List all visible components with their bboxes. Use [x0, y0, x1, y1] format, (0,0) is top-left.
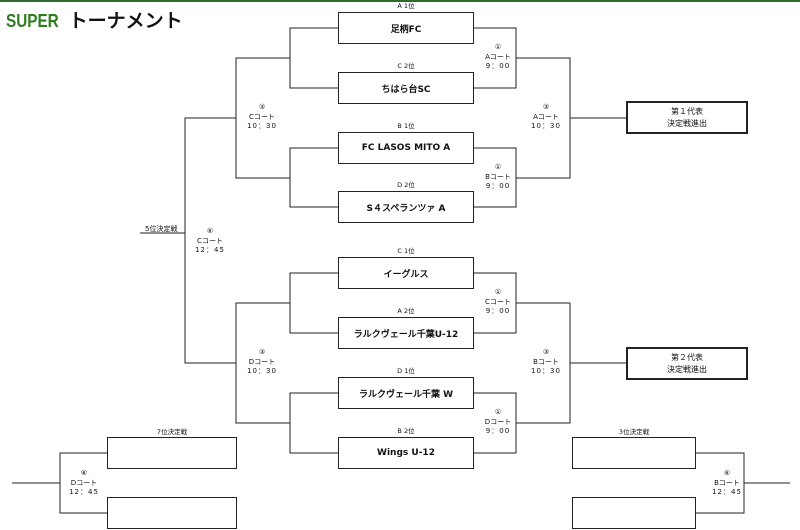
- seventh-slot-bottom: [107, 497, 237, 529]
- seed-label: D 2位: [397, 181, 415, 189]
- connector-m4: [289, 392, 338, 454]
- seed-label: C 2位: [397, 62, 415, 70]
- representative-box-1: 第１代表 決定戦進出: [626, 101, 748, 134]
- third-slot-bottom: [572, 497, 696, 529]
- rep-line: 決定戦進出: [667, 118, 707, 128]
- team-box: Wings U-12: [338, 437, 474, 469]
- connector-m2: [289, 147, 338, 208]
- team-box: 足柄FC: [338, 12, 474, 44]
- representative-box-2: 第２代表 決定戦進出: [626, 347, 748, 380]
- rep-line: 決定戦進出: [667, 364, 707, 374]
- team-box: FC LASOS MITO A: [338, 132, 474, 164]
- title-super: SUPER: [6, 11, 59, 31]
- seventh-place-label: 7位決定戦: [156, 428, 188, 436]
- team-box: ラルクヴェール千葉U-12: [338, 317, 474, 349]
- page-title: SUPER トーナメント: [6, 6, 183, 33]
- seventh-slot-top: [107, 437, 237, 469]
- seed-label: A 1位: [397, 2, 415, 10]
- third-slot-top: [572, 437, 696, 469]
- team-box: S４スペランツァ A: [338, 191, 474, 223]
- rep-line: 第２代表: [671, 352, 703, 362]
- seed-label: A 2位: [397, 307, 415, 315]
- fifth-place-label: 5位決定戦: [145, 225, 178, 233]
- third-place-label: 3位決定戦: [618, 428, 650, 436]
- connector-m9: [184, 117, 236, 364]
- title-tournament: トーナメント: [68, 10, 183, 32]
- team-box: イーグルス: [338, 257, 474, 289]
- seed-label: D 1位: [397, 367, 415, 375]
- team-box: ラルクヴェール千葉 W: [338, 377, 474, 409]
- header-rule: [0, 0, 800, 2]
- seed-label: B 1位: [397, 122, 415, 130]
- connector-m3: [289, 272, 338, 334]
- rep-line: 第１代表: [671, 106, 703, 116]
- connector-m1: [289, 27, 338, 89]
- seed-label: B 2位: [397, 427, 415, 435]
- seed-label: C 1位: [397, 247, 415, 255]
- team-box: ちはら台SC: [338, 72, 474, 104]
